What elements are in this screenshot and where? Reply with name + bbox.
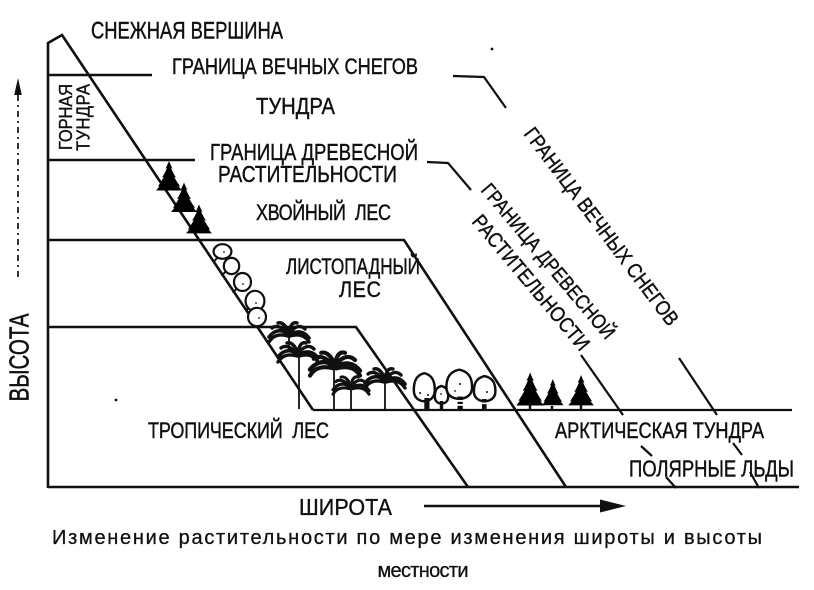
svg-text:ТУНДРА: ТУНДРА [256, 93, 335, 120]
svg-text:ВЫСОТА: ВЫСОТА [5, 313, 36, 402]
svg-text:РАСТИТЕЛЬНОСТИ: РАСТИТЕЛЬНОСТИ [218, 161, 397, 187]
svg-text:ГРАНИЦА ВЕЧНЫХ СНЕГОВ: ГРАНИЦА ВЕЧНЫХ СНЕГОВ [172, 56, 418, 80]
svg-text:ГОРНАЯ: ГОРНАЯ [55, 84, 76, 150]
svg-text:ГРАНИЦА ДРЕВЕСНОЙ: ГРАНИЦА ДРЕВЕСНОЙ [210, 139, 418, 166]
svg-text:Изменение растительности по ме: Изменение растительности по мере изменен… [52, 527, 762, 549]
svg-text:ТУНДРА: ТУНДРА [73, 84, 94, 151]
svg-text:АРКТИЧЕСКАЯ ТУНДРА: АРКТИЧЕСКАЯ ТУНДРА [555, 420, 765, 444]
svg-text:ШИРОТА: ШИРОТА [299, 494, 392, 520]
svg-text:ТРОПИЧЕСКИЙ ЛЕС: ТРОПИЧЕСКИЙ ЛЕС [148, 417, 329, 444]
svg-text:ХВОЙНЫЙ ЛЕС: ХВОЙНЫЙ ЛЕС [256, 199, 391, 226]
svg-text:СНЕЖНАЯ ВЕРШИНА: СНЕЖНАЯ ВЕРШИНА [91, 17, 284, 44]
svg-text:местности: местности [378, 560, 469, 582]
svg-text:ЛЕС: ЛЕС [339, 277, 381, 302]
svg-text:ПОЛЯРНЫЕ ЛЬДЫ: ПОЛЯРНЫЕ ЛЬДЫ [629, 457, 794, 482]
svg-text:ЛИСТОПАДНЫЙ: ЛИСТОПАДНЫЙ [286, 253, 420, 280]
